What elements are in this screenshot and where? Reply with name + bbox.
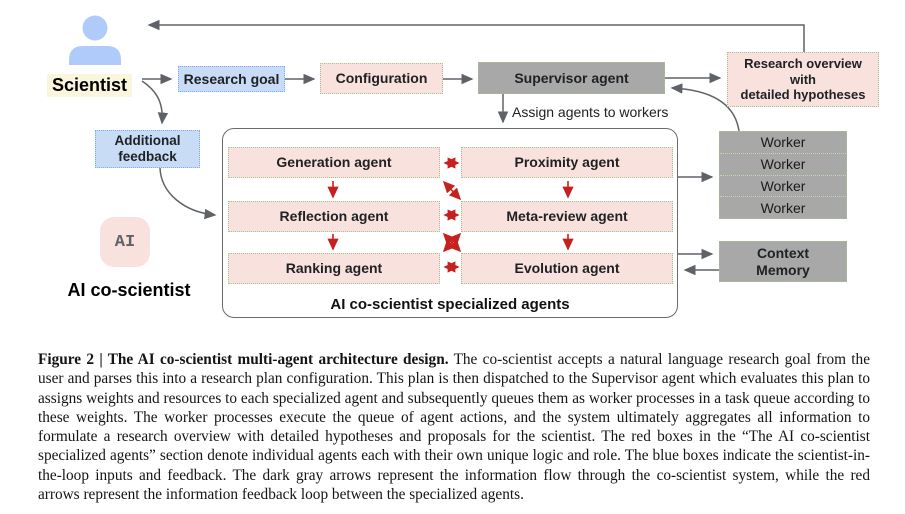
worker-queue: Worker Worker Worker Worker (719, 131, 847, 219)
arrow-scientist-to-additional-feedback (141, 80, 169, 125)
proximity-agent-box: Proximity agent (461, 147, 673, 178)
additional-feedback-box: Additional feedback (95, 130, 200, 168)
ai-co-scientist-label: AI co-scientist (67, 280, 191, 300)
research-overview-box: Research overview with detailed hypothes… (727, 52, 879, 107)
scientist-label: Scientist (47, 74, 133, 97)
worker-row: Worker (720, 196, 846, 218)
context-memory-line1: Context (756, 244, 810, 261)
research-overview-line3: detailed hypotheses (740, 87, 866, 103)
ranking-agent-box: Ranking agent (228, 253, 440, 284)
arrow-feedback-to-agents (159, 167, 217, 220)
worker-row: Worker (720, 174, 846, 197)
reflection-agent-box: Reflection agent (228, 201, 440, 232)
meta-review-agent-box: Meta-review agent (461, 201, 673, 232)
evolution-agent-box: Evolution agent (461, 253, 673, 284)
assign-agents-label: Assign agents to workers (512, 104, 669, 120)
worker-row: Worker (760, 134, 806, 151)
additional-feedback-line2: feedback (118, 149, 177, 164)
figure-caption-title: Figure 2 | The AI co-scientist multi-age… (38, 351, 449, 368)
context-memory-box: Context Memory (719, 241, 847, 282)
ai-chip-icon: AI (100, 217, 150, 267)
figure-caption-body: The co-scientist accepts a natural langu… (38, 351, 870, 504)
arrow-overview-to-scientist (147, 19, 805, 52)
scientist-person-icon (69, 15, 121, 65)
generation-agent-box: Generation agent (228, 147, 440, 178)
specialized-agents-container (222, 128, 678, 318)
worker-row: Worker (720, 152, 846, 175)
research-goal-box: Research goal (178, 66, 285, 92)
specialized-agents-label: AI co-scientist specialized agents (330, 296, 570, 313)
architecture-diagram: Scientist Research goal Additional feedb… (47, 15, 879, 318)
figure-caption: Figure 2 | The AI co-scientist multi-age… (38, 350, 870, 504)
supervisor-agent-box: Supervisor agent (478, 62, 665, 94)
context-memory-line2: Memory (756, 261, 810, 278)
research-overview-line2: with (790, 71, 816, 87)
research-overview-line1: Research overview (744, 56, 862, 72)
configuration-box: Configuration (320, 63, 443, 94)
additional-feedback-line1: Additional (114, 132, 181, 148)
